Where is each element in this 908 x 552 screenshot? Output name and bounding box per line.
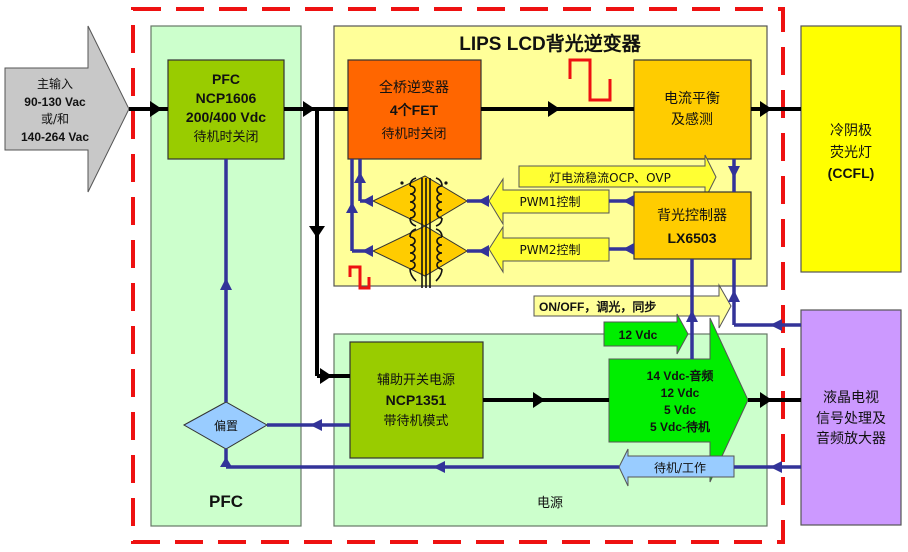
on-off-dimming-sync-arrow [533,283,732,329]
svg-text:14 Vdc-音频: 14 Vdc-音频 [647,368,714,383]
svg-text:ON/OFF，调光，同步: ON/OFF，调光，同步 [539,299,656,314]
dc-outputs-arrow [608,317,749,483]
svg-text:带待机模式: 带待机模式 [383,414,448,429]
svg-text:90-130 Vac: 90-130 Vac [24,95,86,109]
backlight-controller [633,191,752,260]
square-wave-icon [348,265,371,290]
lcd-tv-signal-block [800,309,902,526]
power-region-label: 电源 [537,496,563,511]
svg-text:音频放大器: 音频放大器 [816,430,886,447]
svg-text:12 Vdc: 12 Vdc [619,328,658,342]
current-balance-block [633,59,752,160]
svg-text:偏置: 偏置 [214,418,238,433]
svg-text:PFC: PFC [212,71,240,87]
12vdc-arrow [603,313,689,355]
svg-text:冷阴极: 冷阴极 [830,123,872,139]
full-bridge-inverter [347,59,482,160]
svg-text:灯电流稳流OCP、OVP: 灯电流稳流OCP、OVP [549,170,671,185]
svg-text:待机/工作: 待机/工作 [654,461,706,475]
ccfl-block [800,25,902,273]
svg-text:PWM2控制: PWM2控制 [519,243,580,257]
svg-text:或/和: 或/和 [41,112,69,126]
square-wave-icon [568,58,612,102]
svg-text:荧光灯: 荧光灯 [830,144,872,161]
svg-text:背光控制器: 背光控制器 [657,208,727,224]
main-input-arrow [4,25,130,193]
svg-text:液晶电视: 液晶电视 [823,390,879,406]
power-lines [129,101,801,408]
svg-text:5 Vdc-待机: 5 Vdc-待机 [650,419,710,434]
transformer-core [409,177,443,288]
signal-lines [220,159,801,473]
svg-text:12 Vdc: 12 Vdc [661,386,700,400]
svg-text:待机时关闭: 待机时关闭 [193,130,258,145]
svg-text:及感测: 及感测 [671,111,713,128]
svg-text:4个FET: 4个FET [390,102,439,118]
polarity-dot [444,181,448,185]
ocp-ovp-arrow [518,154,717,200]
aux-switching-supply [349,341,484,459]
svg-text:140-264 Vac: 140-264 Vac [21,130,89,144]
pfc-block [167,59,285,160]
svg-text:200/400 Vdc: 200/400 Vdc [186,109,266,125]
svg-text:5 Vdc: 5 Vdc [664,403,696,417]
svg-text:(CCFL): (CCFL) [828,165,875,181]
system-boundary [131,7,785,544]
svg-text:信号处理及: 信号处理及 [816,411,886,427]
svg-text:辅助开关电源: 辅助开关电源 [377,373,455,388]
svg-text:LX6503: LX6503 [667,230,716,246]
main-input-label: 主输入 90-130 Vac 或/和 140-264 Vac [21,76,89,144]
polarity-dot [400,181,404,185]
svg-text:待机时关闭: 待机时关闭 [381,127,446,142]
svg-text:全桥逆变器: 全桥逆变器 [379,79,449,96]
svg-text:主输入: 主输入 [37,76,73,91]
diagram-title: LIPS LCD背光逆变器 [459,32,642,55]
svg-text:PWM1控制: PWM1控制 [519,195,580,209]
svg-text:NCP1351: NCP1351 [386,392,447,408]
svg-text:电流平衡: 电流平衡 [664,91,720,107]
pfc-region-label: PFC [209,492,243,511]
svg-text:NCP1606: NCP1606 [196,90,257,106]
